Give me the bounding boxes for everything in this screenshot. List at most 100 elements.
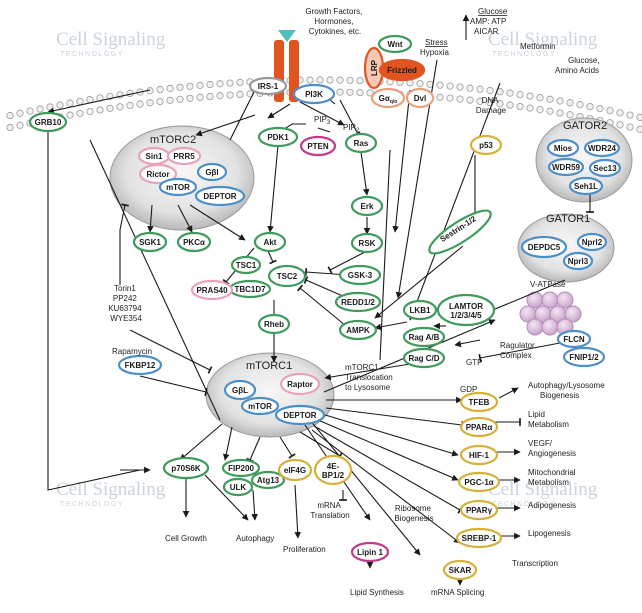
tbc1d7-node: TBC1D7 [228, 279, 272, 299]
membrane-lipid [156, 85, 164, 94]
pathway-edge [409, 82, 501, 321]
membrane-lipid [336, 88, 344, 96]
ebp-node-text: BP1/2 [322, 471, 345, 480]
tsc2-node-label: TSC2 [277, 272, 298, 281]
membrane-lipid [76, 97, 84, 105]
pathway-edge [299, 431, 343, 460]
pathway-edge [129, 329, 213, 374]
akt-node-text: Akt [264, 238, 277, 247]
wdr24-node: WDR24 [583, 138, 621, 158]
gaq-node-shape [370, 87, 406, 109]
ulk-node-label: ULK [230, 483, 247, 492]
v-atpase [519, 291, 582, 336]
seh1l-node-label: Seh1L [574, 182, 598, 191]
p70s6k-node-text: p70S6K [171, 464, 201, 473]
ulk-node: ULK [222, 477, 254, 497]
pathway-edge [147, 204, 154, 233]
redd-node-text: REDD1/2 [341, 298, 375, 307]
irs1-node: IRS-1 [248, 76, 288, 96]
rag-ab-node-shape [402, 326, 446, 348]
fkbp12-node-shape [117, 354, 163, 376]
mtorc2-gbl-node-text: Gβl [205, 168, 218, 177]
pgc1a-node-label: PGC-1α [464, 478, 493, 487]
membrane-lipid [526, 104, 534, 112]
sin1-node: Sin1 [137, 146, 171, 166]
eif4g-node: eIF4G [277, 458, 313, 482]
pathway-edge [299, 101, 345, 126]
frizzled-node-shape [378, 58, 426, 82]
pathway-edge [454, 339, 481, 348]
lipid-metabolism-label: Lipid Metabolism [528, 410, 569, 429]
membrane-lipid [626, 111, 634, 119]
vegf-label: VEGF/ Angiogenesis [528, 439, 576, 458]
watermark-4: Cell Signaling TECHNOLOGY [488, 479, 598, 508]
nprl3-node: Nprl3 [562, 251, 594, 271]
lipogenesis-label: Lipogenesis [528, 529, 571, 538]
rsk-node-label: RSK [359, 239, 376, 248]
fip200-node: FIP200 [221, 458, 261, 478]
pathway-edge [204, 474, 249, 521]
sgk1-node-text: SGK1 [139, 238, 161, 247]
redd-node-shape [334, 291, 382, 313]
raptor-node-text: Raptor [287, 380, 313, 389]
membrane-lipid [546, 95, 554, 103]
membrane-lipid [506, 89, 514, 97]
lrp-node-text: LRP [370, 59, 379, 76]
svg-text:Cell Signaling: Cell Signaling [56, 29, 166, 50]
prr5-node-label: PRR5 [173, 152, 195, 161]
rag-ab-node-label: Rag A/B [409, 333, 440, 342]
membrane-lipid [236, 78, 244, 87]
membrane-lipid [16, 109, 24, 117]
mtorc1-gbl-node: GβL [223, 379, 257, 401]
lamtor-node-text: 1/2/3/4/5 [450, 311, 482, 320]
sgk1-node-label: SGK1 [139, 238, 161, 247]
pten-node-text: PTEN [307, 142, 329, 151]
mtor-inhibitors-label: Torin1 PP242 KU63794 WYE354 [108, 284, 144, 323]
gaq-node-subscript: q/o [390, 99, 398, 105]
pathway-edge [294, 484, 301, 539]
pathway-edge [360, 151, 370, 196]
pgc1a-node-shape [457, 471, 501, 493]
pathway-edge [339, 99, 361, 139]
erk-node-shape [350, 195, 384, 217]
pdk1-node-text: PDK1 [267, 133, 289, 142]
pten-node: PTEN [299, 135, 337, 157]
pras40-node-label: PRAS40 [196, 286, 228, 295]
lipin-node: Lipin 1 [350, 541, 390, 563]
pathway-edge [251, 489, 258, 521]
pdk1-node-shape [257, 126, 299, 148]
fnip-node-text: FNIP1/2 [569, 353, 599, 362]
mtorc2-mtor-node-label: mTOR [166, 183, 190, 192]
mtorc1-mtor-node-label: mTOR [248, 402, 272, 411]
membrane-lipid [636, 125, 642, 133]
fnip-node-shape [562, 346, 606, 368]
gsk3-node-shape [338, 264, 382, 286]
autophagy-lysosome-label: Autophagy/Lysosome Biogenesis [528, 381, 607, 400]
membrane-lipid [436, 93, 444, 101]
fip200-node-shape [221, 458, 261, 478]
mtorc2-gbl-node-shape [196, 162, 228, 182]
ribosome-biogenesis-label: Ribosome Biogenesis [394, 504, 433, 523]
lipin-node-label: Lipin 1 [357, 548, 383, 557]
mtorc1-deptor-node-label: DEPTOR [283, 411, 316, 420]
redd-node-label: REDD1/2 [341, 298, 375, 307]
rsk-node-text: RSK [359, 239, 376, 248]
mtorc2-mtor-node: mTOR [158, 177, 198, 197]
ras-node-text: Ras [354, 139, 369, 148]
erk-node: Erk [350, 195, 384, 217]
membrane-lipid [516, 90, 524, 99]
mios-node-label: Mios [554, 144, 573, 153]
prr5-node-shape [166, 146, 202, 166]
pathway-edge [311, 429, 461, 544]
rictor-node-shape [138, 163, 178, 185]
mtorc1-deptor-node: DEPTOR [274, 404, 326, 426]
ampk-node: AMPK [338, 319, 378, 341]
flcn-node: FLCN [556, 329, 592, 349]
flcn-node-label: FLCN [563, 335, 585, 344]
fkbp12-node: FKBP12 [117, 354, 163, 376]
lrp-node-label: LRP [370, 59, 379, 76]
frizzled-node-text: Frizzled [387, 66, 417, 75]
glucose-amp-label: Glucose AMP: ATP AICAR [470, 7, 510, 36]
membrane-lipid [136, 100, 144, 108]
membrane-lipid [16, 121, 24, 129]
